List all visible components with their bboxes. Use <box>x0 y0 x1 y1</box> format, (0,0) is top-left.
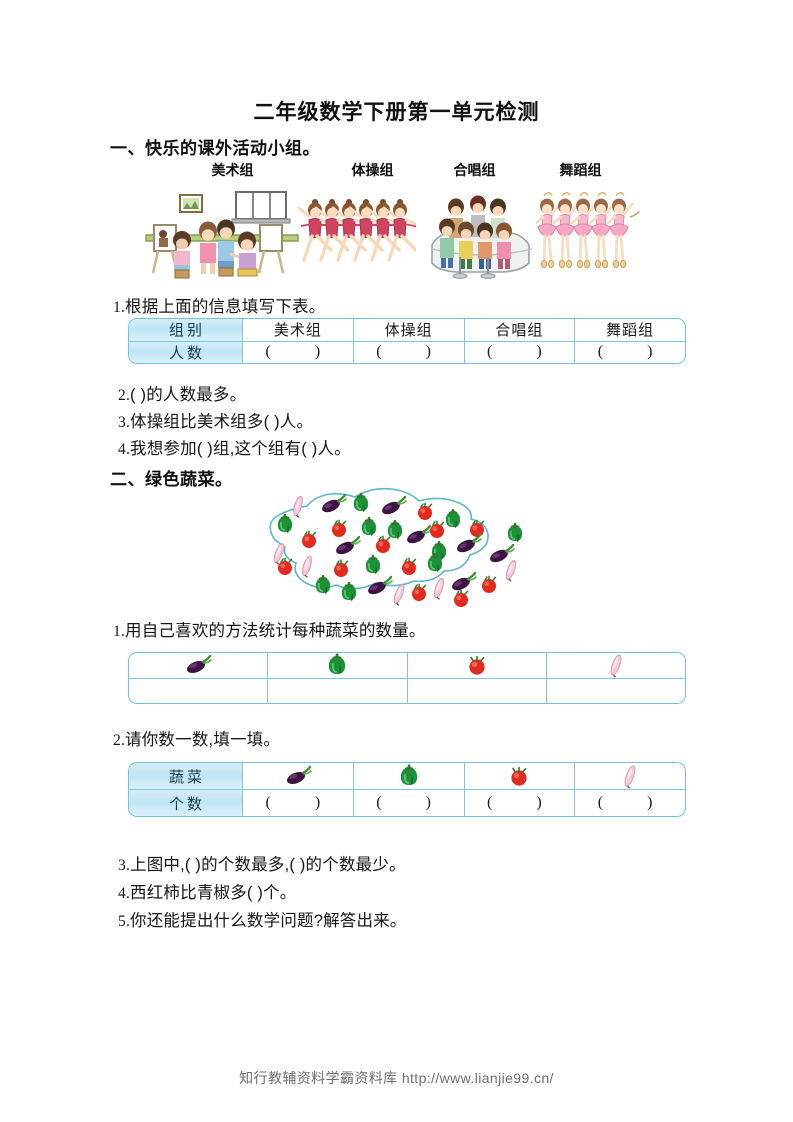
vegetable-blob-svg <box>269 487 524 608</box>
section1-q4-text: 我想参加( )组,这个组有( )人。 <box>130 440 351 458</box>
section2-q2: 2.请你数一数,填一填。 <box>113 730 280 751</box>
count-cell-green-pepper[interactable]: ( ) <box>352 790 464 816</box>
tally-cell-green-pepper[interactable] <box>267 678 406 703</box>
answer-blank: ( ) <box>487 343 562 361</box>
icon-cell-cucumber <box>545 653 685 678</box>
tally-cell-cucumber[interactable] <box>545 678 685 703</box>
section1-q4-number: 4. <box>118 441 131 458</box>
answer-blank: ( ) <box>376 794 451 811</box>
answer-blank: ( ) <box>265 794 341 811</box>
answer-blank: ( ) <box>265 343 341 361</box>
count-cell-eggplant[interactable]: ( ) <box>242 790 353 816</box>
table-row: 人数 ( ) ( ) ( ) ( ) <box>129 340 685 363</box>
tomato-icon <box>511 766 527 786</box>
vegetable-tally-table <box>128 652 686 704</box>
section2-q5[interactable]: 5.你还能提出什么数学问题?解答出来。 <box>118 911 407 932</box>
section-1-heading: 一、快乐的课外活动小组。 <box>110 139 320 158</box>
section2-q5-number: 5. <box>118 913 131 930</box>
section1-q4[interactable]: 4.我想参加( )组,这个组有( )人。 <box>118 439 351 460</box>
icon-cell-green-pepper <box>267 653 406 678</box>
section2-q3-number: 3. <box>118 857 131 874</box>
group-label-dance: 舞蹈组 <box>559 164 602 179</box>
footer-watermark: 知行教辅资料学霸资料库 http://www.lianjie99.cn/ <box>239 1070 554 1086</box>
section2-q4-number: 4. <box>118 885 131 902</box>
row-header-vegetable: 蔬菜 <box>129 763 242 789</box>
extracurricular-illustration: 美术组 体操组 合唱组 舞蹈组 <box>140 160 660 285</box>
section2-q4-text: 西红柿比青椒多( )个。 <box>130 884 297 902</box>
section2-q3[interactable]: 3.上图中,( )的个数最多,( )的个数最少。 <box>118 855 406 876</box>
icon-cell-green-pepper <box>352 763 464 789</box>
section2-q5-text: 你还能提出什么数学问题?解答出来。 <box>130 912 407 930</box>
section2-q3-text: 上图中,( )的个数最多,( )的个数最少。 <box>130 856 406 874</box>
section2-q4[interactable]: 4.西红柿比青椒多( )个。 <box>118 883 297 904</box>
row-header-count: 人数 <box>129 341 242 363</box>
icon-cell-cucumber <box>574 763 685 789</box>
icon-cell-eggplant <box>242 763 353 789</box>
answer-cell-gymnastics[interactable]: ( ) <box>352 341 464 363</box>
tomato-icon <box>469 656 485 675</box>
count-cell-cucumber[interactable]: ( ) <box>574 790 685 816</box>
vegetable-count-table: 蔬菜 <box>128 762 686 817</box>
icon-cell-tomato <box>463 763 575 789</box>
section1-q2-text: ( )的人数最多。 <box>130 386 247 404</box>
section1-q1-number: 1. <box>113 299 126 316</box>
row-header-group: 组别 <box>129 319 242 341</box>
group-label-gymnastics: 体操组 <box>351 164 394 179</box>
table-row <box>129 653 685 678</box>
tally-cell-tomato[interactable] <box>406 678 546 703</box>
section-2-heading: 二、绿色蔬菜。 <box>110 470 233 489</box>
gymnastics-group-scene <box>298 197 416 262</box>
section1-q1-text: 根据上面的信息填写下表。 <box>125 298 326 316</box>
answer-cell-dance[interactable]: ( ) <box>574 341 685 363</box>
icon-cell-tomato <box>406 653 546 678</box>
cell-group-gymnastics: 体操组 <box>352 319 464 341</box>
section1-q2-number: 2. <box>118 387 131 404</box>
section1-q3-number: 3. <box>118 414 131 431</box>
table-row: 蔬菜 <box>129 763 685 789</box>
cell-group-chorus: 合唱组 <box>463 319 575 341</box>
group-label-chorus: 合唱组 <box>453 164 496 179</box>
section1-q3[interactable]: 3.体操组比美术组多( )人。 <box>118 412 313 433</box>
cell-group-art: 美术组 <box>242 319 353 341</box>
vegetables-illustration <box>253 478 558 613</box>
green-pepper-icon <box>329 653 346 675</box>
dance-group-scene <box>536 191 640 270</box>
chorus-group-scene <box>431 195 533 279</box>
section2-q1-number: 1. <box>113 623 126 640</box>
section2-q2-text: 请你数一数,填一填。 <box>125 731 281 749</box>
table-row <box>129 677 685 704</box>
answer-blank: ( ) <box>597 343 673 361</box>
section1-q1: 1.根据上面的信息填写下表。 <box>113 297 325 318</box>
groups-table: 组别 美术组 体操组 合唱组 舞蹈组 人数 ( ) ( ) ( ) ( ) <box>128 318 686 364</box>
table-row: 组别 美术组 体操组 合唱组 舞蹈组 <box>129 319 685 341</box>
answer-cell-chorus[interactable]: ( ) <box>463 341 575 363</box>
art-group-scene <box>145 191 299 279</box>
eggplant-icon <box>286 765 312 784</box>
answer-blank: ( ) <box>597 794 673 811</box>
cucumber-icon <box>624 765 636 789</box>
cell-group-dance: 舞蹈组 <box>574 319 685 341</box>
section2-q1-text: 用自己喜欢的方法统计每种蔬菜的数量。 <box>125 622 426 640</box>
group-label-art: 美术组 <box>211 164 254 179</box>
section2-q2-number: 2. <box>113 732 126 749</box>
answer-cell-art[interactable]: ( ) <box>242 341 353 363</box>
row-header-quantity: 个数 <box>129 790 242 816</box>
section2-q1: 1.用自己喜欢的方法统计每种蔬菜的数量。 <box>113 621 426 642</box>
eggplant-icon <box>187 655 212 674</box>
answer-blank: ( ) <box>376 343 451 361</box>
cucumber-icon <box>610 654 622 678</box>
answer-blank: ( ) <box>487 794 562 811</box>
green-pepper-icon <box>400 764 417 785</box>
tally-cell-eggplant[interactable] <box>129 679 267 704</box>
section1-q2[interactable]: 2.( )的人数最多。 <box>118 385 246 406</box>
section1-q3-text: 体操组比美术组多( )人。 <box>130 413 314 431</box>
icon-cell-eggplant <box>129 653 267 678</box>
page-title: 二年级数学下册第一单元检测 <box>253 100 540 124</box>
count-cell-tomato[interactable]: ( ) <box>463 790 575 816</box>
table-row: 个数 ( ) ( ) ( ) ( ) <box>129 789 685 816</box>
